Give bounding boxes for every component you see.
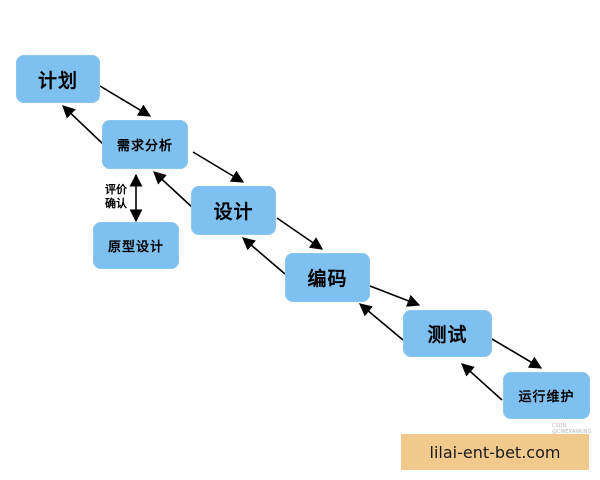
footer-banner: lilai-ent-bet.com	[401, 434, 589, 470]
node-prototype: 原型设计	[93, 222, 179, 269]
arrow-coding-to-design	[242, 237, 286, 275]
evaluation-label: 评价 确认	[101, 183, 131, 211]
node-plan: 计划	[16, 55, 100, 103]
arrow-requirements-to-design	[192, 151, 245, 183]
node-testing: 测试	[403, 310, 492, 357]
arrow-requirements-to-plan	[62, 105, 104, 145]
watermark: CSDN @CWERANKING	[552, 423, 592, 435]
arrow-plan-to-requirements	[99, 85, 152, 117]
arrow-design-to-coding	[276, 217, 324, 250]
footer-text: lilai-ent-bet.com	[429, 442, 561, 462]
evaluation-label-line2: 确认	[105, 197, 127, 210]
node-coding: 编码	[285, 253, 370, 302]
node-maintenance: 运行维护	[503, 372, 590, 419]
node-design: 设计	[191, 186, 276, 235]
arrow-coding-to-testing	[369, 285, 421, 307]
arrow-design-to-requirements	[153, 171, 194, 209]
node-requirements: 需求分析	[102, 120, 188, 169]
arrow-testing-to-maintenance	[491, 338, 543, 369]
evaluation-label-line1: 评价	[105, 183, 127, 196]
arrow-testing-to-coding	[359, 303, 404, 341]
arrow-maintenance-to-testing	[461, 363, 503, 401]
